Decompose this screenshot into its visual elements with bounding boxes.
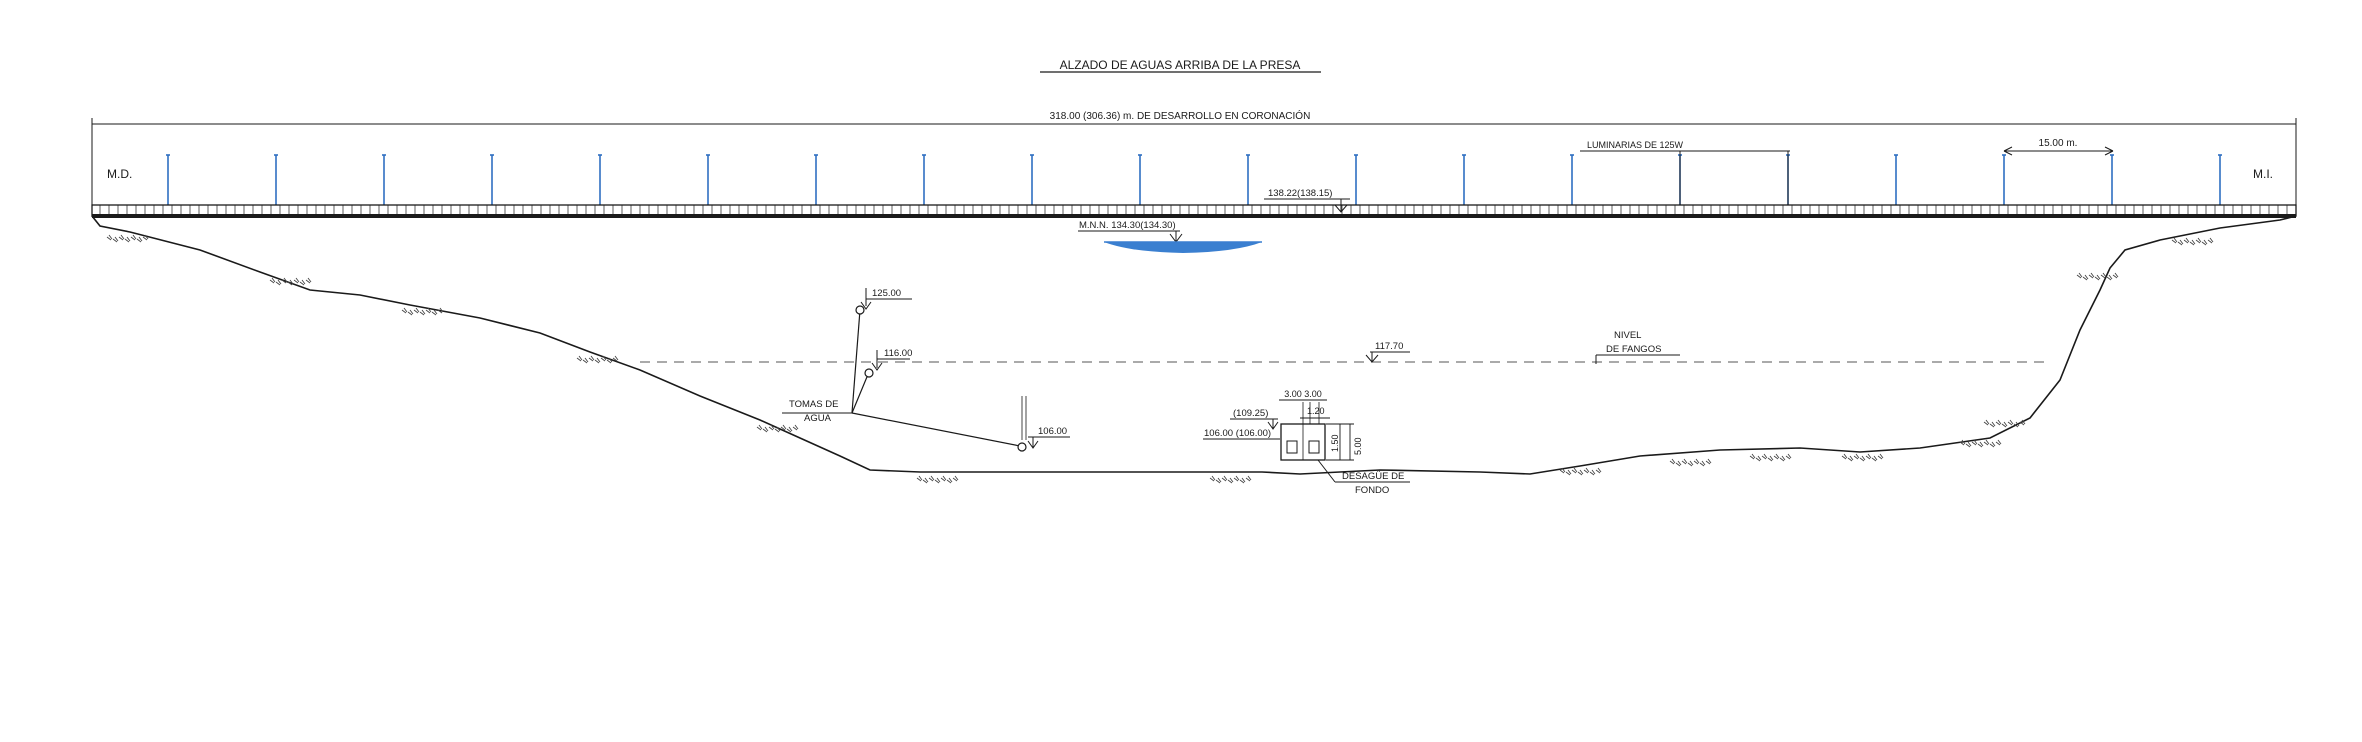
level-125-marker — [860, 301, 872, 310]
rock-hatch-13 — [1983, 419, 2026, 428]
rock-hatch-2 — [269, 277, 312, 286]
level-116-label: 116.00 — [884, 348, 912, 359]
crest-ticks — [99, 205, 2288, 214]
mnn-level-marker — [1169, 231, 1183, 243]
rock-hatch-9 — [1669, 458, 1712, 467]
intake-pipe-106 — [851, 412, 1021, 447]
fangos-label-line1: NIVEL — [1614, 330, 1641, 341]
tomas-label-line1: TOMAS DE — [789, 399, 838, 410]
level-125-label: 125.00 — [872, 288, 901, 299]
tomas-label-line2: AGUA — [804, 413, 832, 424]
intake-node-125 — [855, 305, 865, 315]
mnn-level-label: M.N.N. 134.30(134.30) — [1079, 220, 1176, 231]
spacing-label: 15.00 m. — [2039, 138, 2078, 149]
crest-level-label: 138.22(138.15) — [1268, 188, 1332, 199]
desague-label-line2: FONDO — [1355, 485, 1389, 496]
desague-leader — [1317, 459, 1336, 483]
crest-level-marker — [1334, 199, 1348, 213]
bottom-outlet-conduit-right — [1308, 440, 1320, 454]
rock-hatch-7 — [1209, 475, 1252, 484]
outlet-dim-500-label: 5.00 — [1353, 437, 1363, 455]
outlet-dim-ticks — [1302, 402, 1320, 424]
luminarias-label: LUMINARIAS DE 125W — [1587, 140, 1684, 150]
intake-node-116 — [864, 368, 874, 378]
level-106-marker — [1027, 437, 1039, 449]
water-surface — [1104, 242, 1262, 253]
lamp-posts — [166, 154, 2222, 205]
level-116-marker — [871, 362, 883, 371]
rock-hatch-1 — [106, 234, 149, 243]
left-bank-label: M.D. — [107, 167, 132, 181]
spacing-arrow-right — [2104, 146, 2114, 156]
intake-node-106 — [1017, 442, 1027, 452]
rock-hatch-14 — [2076, 272, 2119, 281]
rock-hatch-3 — [401, 307, 444, 316]
rock-hatch-10 — [1749, 453, 1792, 462]
length-dimension-label: 318.00 (306.36) m. DE DESARROLLO EN CORO… — [1050, 109, 1311, 122]
outlet-dim-top-label: 3.00 3.00 — [1284, 389, 1322, 399]
outlet-dim-150-label: 1.50 — [1330, 434, 1340, 452]
rock-hatch-4 — [576, 355, 619, 364]
drawing-title: ALZADO DE AGUAS ARRIBA DE LA PRESA — [1060, 58, 1301, 72]
rock-hatch-11 — [1841, 453, 1884, 462]
fangos-level-value: 117.70 — [1375, 341, 1403, 352]
bottom-outlet-conduit-left — [1286, 440, 1298, 454]
rock-hatches — [106, 234, 2214, 484]
outlet-dim-120-label: 1.20 — [1307, 406, 1325, 416]
rock-hatch-5 — [756, 424, 799, 433]
outlet-level-10925-label: (109.25) — [1233, 408, 1268, 419]
fangos-label-line2: DE FANGOS — [1606, 344, 1661, 355]
rock-hatch-8 — [1559, 467, 1602, 476]
intake-pipe-116 — [851, 371, 870, 414]
right-bank-label: M.I. — [2253, 167, 2273, 181]
fangos-level-marker — [1365, 352, 1379, 363]
desague-label-line1: DESAGÜE DE — [1342, 471, 1404, 482]
outlet-side-dims — [1326, 423, 1354, 461]
valley-profile — [91, 215, 2297, 475]
spacing-arrow-left — [2003, 146, 2013, 156]
intake-pipe-125 — [851, 309, 861, 414]
rock-hatch-15 — [2171, 237, 2214, 246]
outlet-level-10925-marker — [1267, 419, 1279, 430]
level-106-stem — [1021, 396, 1027, 440]
rock-hatch-6 — [916, 475, 959, 484]
outlet-level-106-label: 106.00 (106.00) — [1204, 428, 1271, 439]
rock-hatch-12 — [1959, 439, 2002, 448]
level-106-label: 106.00 — [1038, 426, 1067, 437]
